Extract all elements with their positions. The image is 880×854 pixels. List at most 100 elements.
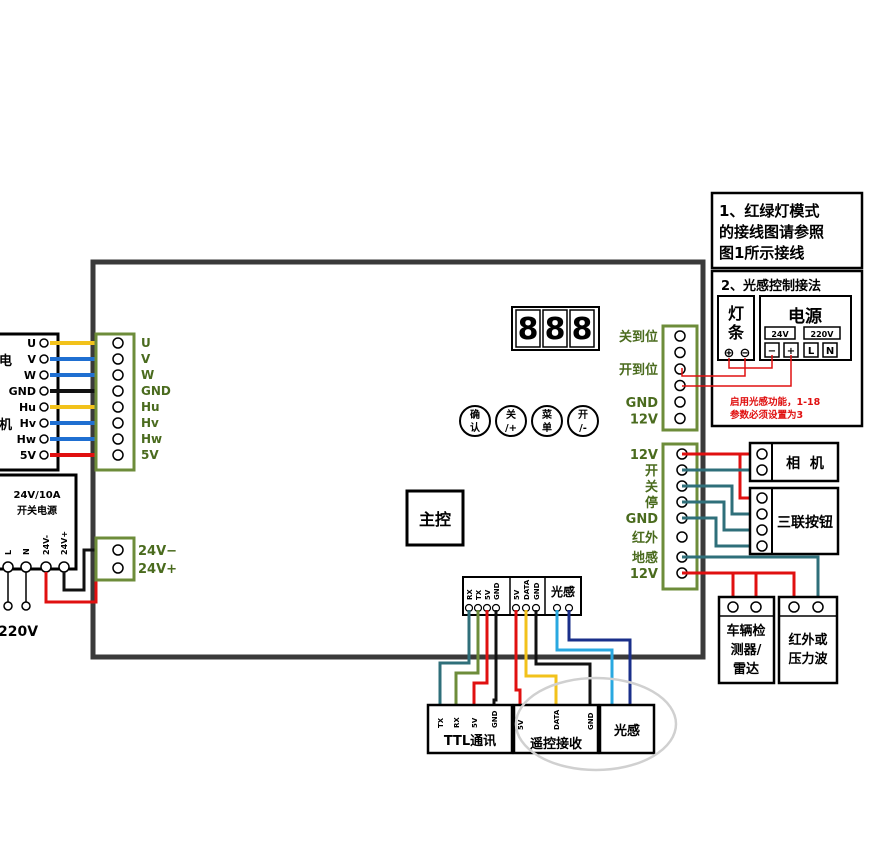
- lamp-line2: 条: [727, 323, 745, 342]
- motor-pin-label: V: [27, 353, 36, 366]
- board-motor-pin-label: Hu: [141, 400, 160, 414]
- motor-pin-label: 5V: [20, 449, 37, 462]
- motor-side-label-top: 电: [0, 353, 12, 369]
- board-motor-pin-dot: [112, 337, 124, 349]
- psu-name: 开关电源: [17, 504, 57, 517]
- psu-rating: 24V/10A: [14, 490, 61, 501]
- board-motor-pin-label: GND: [141, 384, 171, 398]
- ttl-pin-label: GND: [491, 710, 499, 728]
- board-motor-pin-label: Hv: [141, 416, 159, 430]
- header-remote-pin-label: 5V: [513, 589, 521, 600]
- camera-device: 相 机: [748, 441, 840, 483]
- highlight-ellipse: [514, 676, 678, 772]
- note2-power-pin-label: −: [768, 346, 776, 357]
- ttl-pin-label: 5V: [471, 717, 479, 728]
- display-digit: 8: [518, 312, 539, 347]
- ttl-label: TTL通讯: [444, 733, 496, 749]
- board-motor-pin-label: 5V: [141, 448, 159, 462]
- motor-pin-label: Hu: [19, 401, 36, 414]
- light-sensor-module: 光感: [598, 703, 656, 755]
- remote-pin-label: 5V: [517, 719, 525, 730]
- key-label-bottom: 单: [542, 421, 552, 434]
- io-pin-label: 关: [645, 479, 658, 495]
- note1-box: 1、红绿灯模式 的接线图请参照 图1所示接线: [710, 191, 864, 270]
- motor-pin-dot: [39, 354, 49, 364]
- display-digit-cell: [569, 309, 595, 348]
- motor-pin-dot: [39, 386, 49, 396]
- key-button: [459, 405, 491, 437]
- limit-pin-dot: [674, 346, 686, 359]
- note1-line3: 图1所示接线: [719, 244, 804, 262]
- infrared-device: 红外或 压力波: [777, 595, 839, 685]
- psu-pin-label: 24V+: [60, 531, 69, 555]
- vehicle-detector-line2: 测器/: [731, 642, 762, 658]
- motor-pin-dot: [39, 450, 49, 460]
- io-pin-label: 12V: [630, 448, 658, 463]
- note2-warn-line1: 启用光感功能，1-18: [730, 396, 821, 408]
- board-motor-pin-dot: [112, 417, 124, 429]
- board-motor-pin-dot: [112, 385, 124, 397]
- remote-pin-label: DATA: [553, 709, 561, 730]
- key-button: [531, 405, 563, 437]
- infrared-line1: 红外或: [788, 632, 827, 648]
- note2-power-pin-label: +: [787, 346, 795, 357]
- note2-power-label: 电源: [788, 306, 822, 327]
- limit-pin-label: 12V: [630, 413, 658, 428]
- header-light-label: 光感: [550, 584, 575, 599]
- board-motor-pin-dot: [112, 353, 124, 365]
- display-digit-cell: [542, 309, 568, 348]
- remote-pin-label: GND: [587, 712, 595, 730]
- ttl-module: TX RX 5V GND TTL通讯: [426, 703, 514, 755]
- note2-title: 2、光感控制接法: [721, 278, 821, 294]
- board-motor-pin-dot: [112, 401, 124, 413]
- header-ttl-pin-label: RX: [466, 589, 474, 600]
- ttl-pin-label: TX: [437, 717, 445, 728]
- note1-line1: 1、红绿灯模式: [719, 202, 819, 220]
- motor-pin-dot: [39, 402, 49, 412]
- board-motor-pin-dot: [112, 433, 124, 445]
- motor-pin-label: Hv: [20, 417, 37, 430]
- motor-pin-label: W: [24, 369, 36, 382]
- board-motor-pin-label: V: [141, 352, 151, 366]
- limit-pin-dot: [674, 330, 686, 342]
- limit-pin-label: 开到位: [619, 362, 658, 378]
- key-label-bottom: /+: [505, 423, 517, 434]
- power-pin-pos: 24V+: [138, 562, 177, 577]
- motor-pin-dot: [39, 338, 49, 348]
- ttl-pin-label: RX: [453, 717, 461, 728]
- key-button: [567, 405, 599, 437]
- lamp-minus: ⊖: [740, 346, 751, 361]
- main-control-box: 主控: [405, 489, 465, 547]
- motor-pin-label: GND: [9, 385, 36, 398]
- key-label-bottom: /-: [579, 423, 587, 434]
- io-pin-label: 开: [645, 464, 658, 479]
- board-motor-pin-label: W: [141, 368, 154, 382]
- header-ttl-pin-label: TX: [475, 589, 483, 600]
- infrared-line2: 压力波: [788, 651, 828, 667]
- vehicle-detector-line3: 雷达: [733, 661, 759, 677]
- io-pin-label: GND: [626, 512, 659, 527]
- key-label-bottom: 认: [470, 421, 481, 434]
- motor-pin-dot: [39, 434, 49, 444]
- note2-power-pin-label: N: [826, 346, 834, 357]
- key-button: [495, 405, 527, 437]
- limit-pin-dot: [674, 396, 686, 408]
- note2-power-pin-box: [822, 342, 838, 358]
- motor-pin-dot: [39, 370, 49, 380]
- display-digit: 8: [545, 312, 566, 347]
- header-ttl-pin-label: 5V: [484, 589, 492, 600]
- header-remote-pin-label: GND: [533, 582, 541, 600]
- header-remote-pin-label: DATA: [523, 579, 531, 600]
- board-motor-pin-label: Hw: [141, 432, 162, 446]
- limit-pin-label: 关到位: [619, 329, 658, 345]
- io-pin-label: 停: [645, 495, 658, 511]
- light-sensor-label: 光感: [613, 723, 640, 739]
- note2-power-pin-label: L: [808, 346, 815, 357]
